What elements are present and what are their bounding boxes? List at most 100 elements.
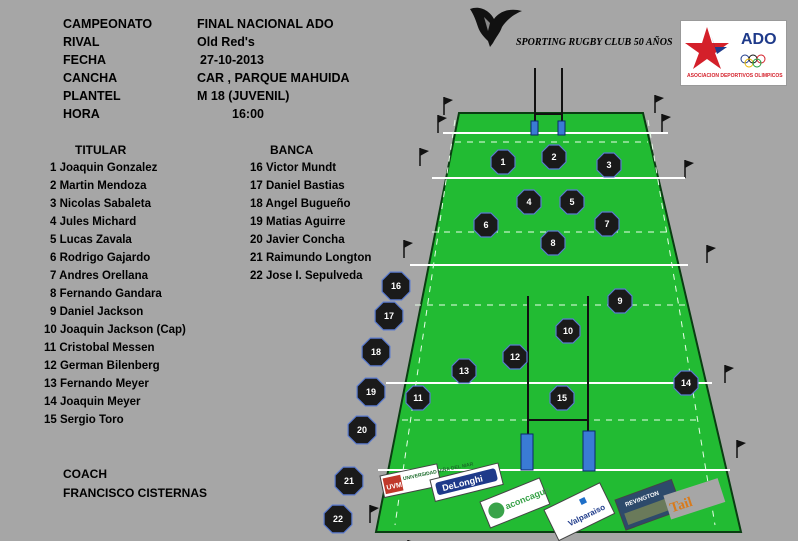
titular-player: 12 German Bilenberg: [44, 360, 160, 372]
post-pad: [582, 430, 596, 472]
player-number: 5: [569, 197, 574, 207]
info-label: CANCHA: [63, 71, 118, 85]
titular-player: 3 Nicolas Sabaleta: [50, 198, 151, 210]
field-player-token[interactable]: 11: [405, 385, 431, 411]
flag-icon: [404, 240, 413, 248]
bench-player-token[interactable]: 16: [381, 271, 411, 301]
bench-player-token[interactable]: 17: [374, 301, 404, 331]
bench-player-token[interactable]: 19: [356, 377, 386, 407]
field-player-token[interactable]: 1: [490, 149, 516, 175]
banca-player: 18 Angel Bugueño: [250, 198, 351, 210]
player-number: 17: [384, 311, 394, 321]
banca-heading: BANCA: [270, 143, 314, 157]
banca-player: 17 Daniel Bastias: [250, 180, 345, 192]
titular-player: 8 Fernando Gandara: [50, 288, 162, 300]
player-number: 18: [371, 347, 381, 357]
field-player-token[interactable]: 6: [473, 212, 499, 238]
coach-label: COACH: [63, 467, 107, 481]
info-value: M 18 (JUVENIL): [197, 89, 290, 103]
player-number: 14: [681, 378, 691, 388]
sponsor-board: DeLonghi: [429, 462, 504, 502]
field-player-token[interactable]: 7: [594, 211, 620, 237]
field-player-token[interactable]: 12: [502, 344, 528, 370]
banca-player: 16 Victor Mundt: [250, 162, 337, 174]
bench-player-token[interactable]: 18: [361, 337, 391, 367]
flag-icon: [662, 114, 671, 122]
post-pad: [520, 433, 534, 471]
titular-player: 1 Joaquin Gonzalez: [50, 162, 158, 174]
titular-player: 6 Rodrigo Gajardo: [50, 252, 151, 264]
field-player-token[interactable]: 2: [541, 144, 567, 170]
flag-icon: [444, 97, 453, 105]
banca-player: 19 Matias Aguirre: [250, 216, 346, 228]
post-pad: [557, 120, 566, 136]
player-number: 7: [604, 219, 609, 229]
bench-player-token[interactable]: 21: [334, 466, 364, 496]
player-number: 6: [483, 220, 488, 230]
info-value: 16:00: [232, 107, 264, 121]
banca-player: 21 Raimundo Longton: [250, 252, 372, 264]
player-number: 22: [333, 514, 343, 524]
titular-player: 4 Jules Michard: [50, 216, 137, 228]
sponsor-board: aconcagua: [479, 477, 552, 529]
sponsor-text: UVM: [386, 482, 403, 492]
field-player-token[interactable]: 14: [673, 370, 699, 396]
player-number: 13: [459, 366, 469, 376]
player-number: 8: [550, 238, 555, 248]
flag-icon: [655, 95, 664, 103]
coach-name: FRANCISCO CISTERNAS: [63, 486, 208, 500]
player-number: 1: [500, 157, 505, 167]
player-number: 15: [557, 393, 567, 403]
post-pad: [530, 120, 539, 136]
ado-logo: ADO ASOCIACION DEPORTIVOS OLIMPICOS: [680, 20, 787, 86]
sponsor-board: Tail: [663, 478, 726, 520]
banca-player: 20 Javier Concha: [250, 234, 345, 246]
ado-star-icon: [685, 27, 766, 69]
club-title: SPORTING RUGBY CLUB 50 AÑOS: [516, 37, 673, 48]
titular-player: 2 Martin Mendoza: [50, 180, 147, 192]
titular-player: 10 Joaquin Jackson (Cap): [44, 324, 186, 336]
player-number: 16: [391, 281, 401, 291]
player-number: 21: [344, 476, 354, 486]
field-player-token[interactable]: 5: [559, 189, 585, 215]
goal-posts: [520, 68, 596, 472]
flag-icon: [725, 365, 734, 373]
info-label: CAMPEONATO: [63, 17, 153, 31]
info-label: PLANTEL: [63, 89, 121, 103]
titular-player: 5 Lucas Zavala: [50, 234, 132, 246]
flag-icon: [370, 505, 379, 513]
banca-player: 22 Jose I. Sepulveda: [250, 270, 363, 282]
titular-player: 14 Joaquin Meyer: [44, 396, 141, 408]
info-label: FECHA: [63, 53, 107, 67]
info-label: HORA: [63, 107, 100, 121]
player-number: 2: [551, 152, 556, 162]
bench-player-token[interactable]: 22: [323, 504, 353, 534]
field-player-token[interactable]: 10: [555, 318, 581, 344]
player-number: 19: [366, 387, 376, 397]
player-number: 4: [526, 197, 531, 207]
player-number: 11: [413, 393, 423, 403]
info-value: CAR , PARQUE MAHUIDA: [197, 71, 350, 85]
bench-player-token[interactable]: 20: [347, 415, 377, 445]
field-player-token[interactable]: 15: [549, 385, 575, 411]
field-player-token[interactable]: 4: [516, 189, 542, 215]
field-player-token[interactable]: 8: [540, 230, 566, 256]
bench-players: 16 17 18 19 20 21 22: [323, 271, 411, 534]
ado-logo-subtitle: ASOCIACION DEPORTIVOS OLIMPICOS: [687, 73, 783, 79]
field-player-token[interactable]: 3: [596, 152, 622, 178]
field-player-token[interactable]: 13: [451, 358, 477, 384]
ado-logo-text: ADO: [741, 31, 777, 48]
corner-flags: [369, 95, 746, 541]
titular-player: 13 Fernando Meyer: [44, 378, 149, 390]
flag-icon: [707, 245, 716, 253]
info-value: Old Red's: [197, 35, 255, 49]
field-player-token[interactable]: 9: [607, 288, 633, 314]
titular-player: 15 Sergio Toro: [44, 414, 124, 426]
player-number: 3: [606, 160, 611, 170]
player-number: 9: [617, 296, 622, 306]
pitch-dashed-line: [394, 119, 456, 526]
